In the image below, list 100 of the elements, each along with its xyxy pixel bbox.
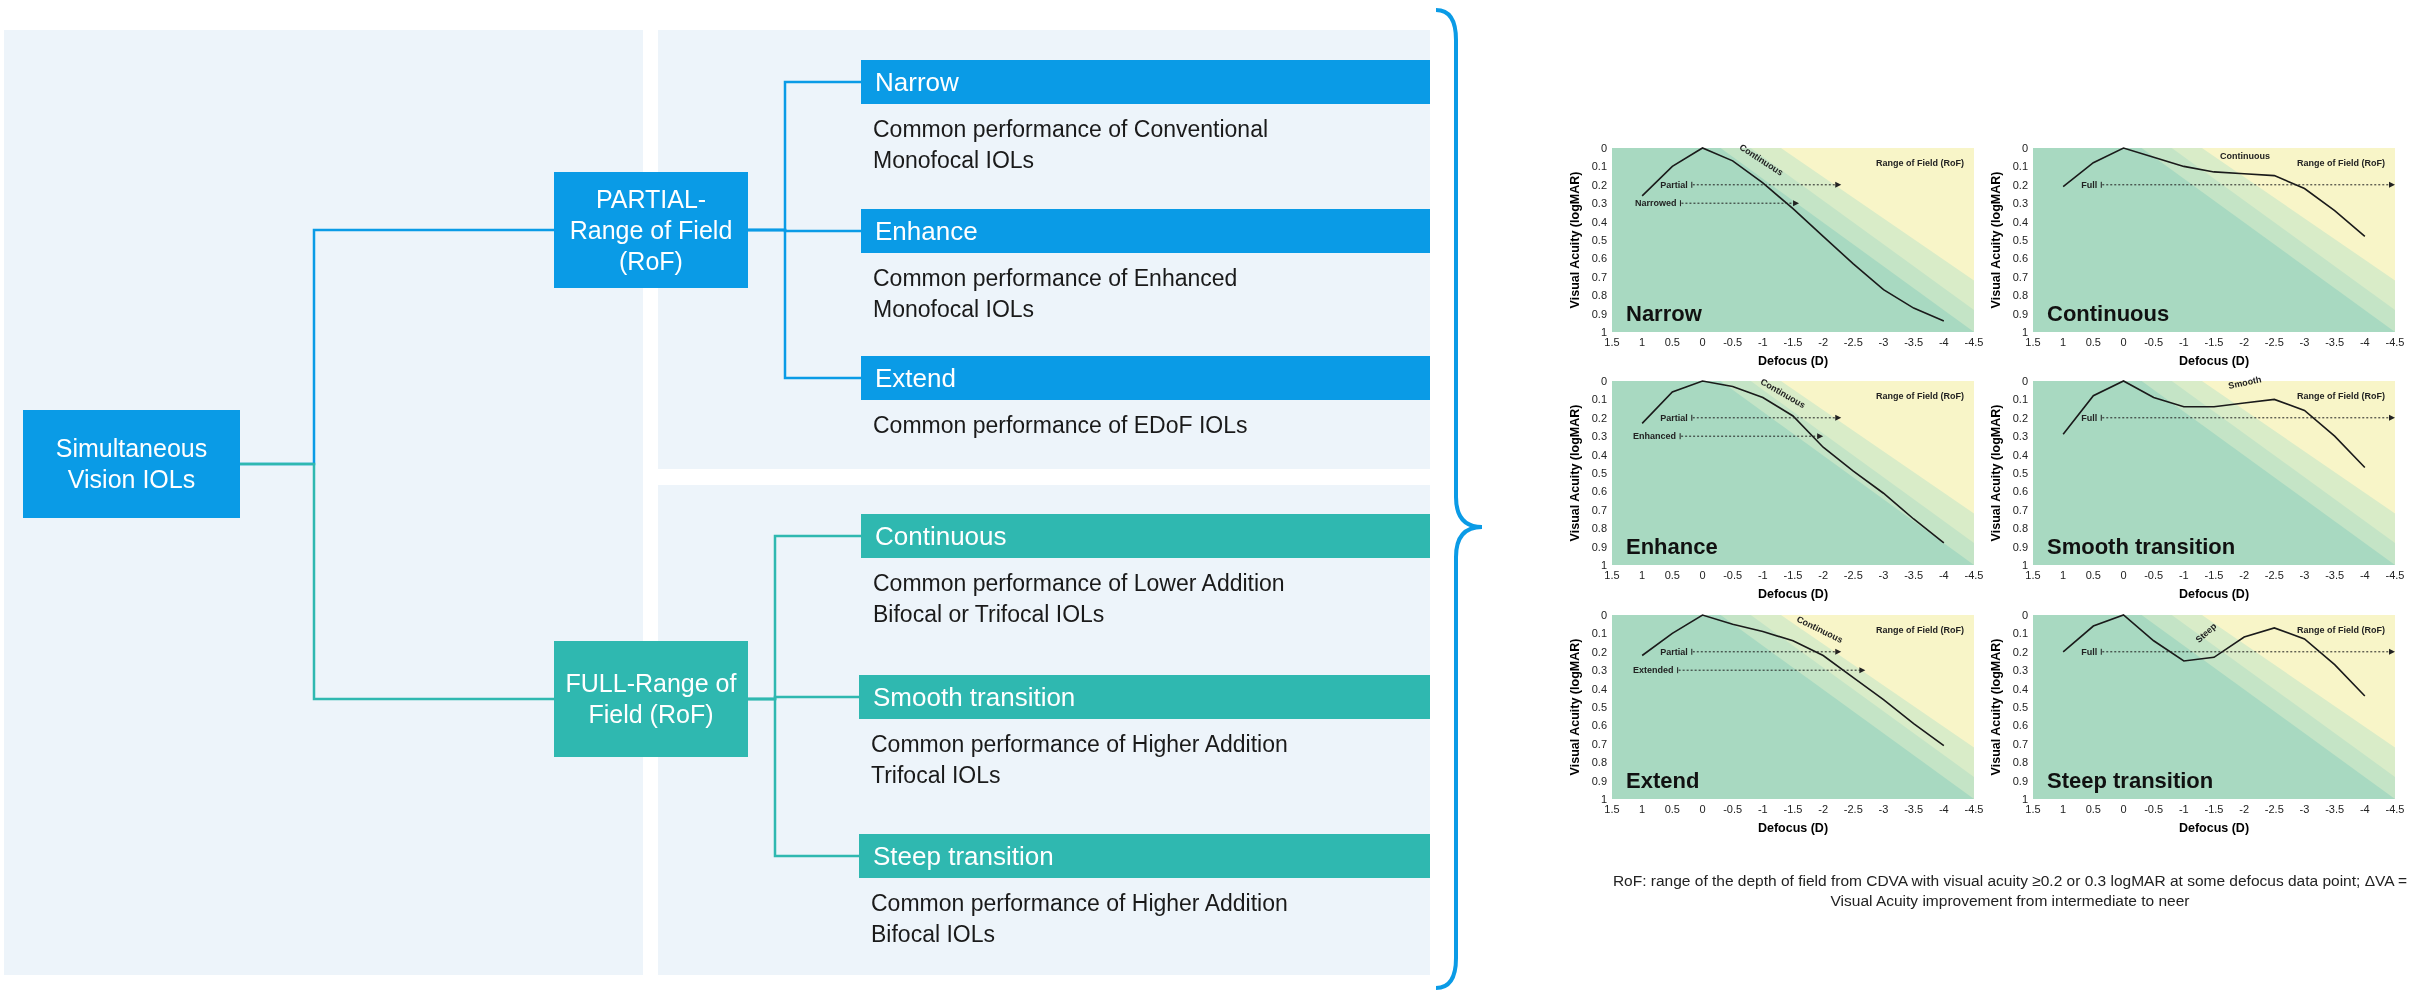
tick-label: 1.5 xyxy=(1604,336,1620,348)
tick-label: -3.5 xyxy=(2325,803,2345,815)
tick-label: 0.1 xyxy=(2012,160,2028,173)
annotation-label: Extended xyxy=(1633,665,1674,676)
tick-label: 0 xyxy=(2021,609,2028,621)
tick-label: 1 xyxy=(1639,803,1646,815)
tick-label: 0.4 xyxy=(2012,215,2028,228)
tick-label: -2.5 xyxy=(2264,803,2284,815)
tick-label: -0.5 xyxy=(2144,336,2164,348)
tick-label: 1 xyxy=(2021,326,2028,338)
tick-label: 0.7 xyxy=(2012,270,2028,283)
tick-label: 0 xyxy=(2120,569,2127,581)
tick-label: 0.9 xyxy=(2012,774,2028,787)
annotation-label: Narrowed xyxy=(1634,198,1677,209)
description-text: Common performance of Higher Addition Bifocal IOLs xyxy=(871,889,1289,949)
tick-label: -2.5 xyxy=(1843,569,1863,581)
type-header: Enhance xyxy=(861,209,1430,253)
tick-label: 0.4 xyxy=(2012,682,2028,695)
tick-label: 0 xyxy=(1600,142,1607,154)
tick-label: 0 xyxy=(2021,142,2028,154)
tick-label: -4 xyxy=(2359,569,2370,581)
tick-label: 1.5 xyxy=(1604,803,1620,815)
category-box: FULL-Range of Field (RoF) xyxy=(554,641,748,757)
tick-label: 0.7 xyxy=(1591,270,1607,283)
annotation-label: Range of Field (RoF) xyxy=(2297,391,2385,401)
tick-label: -1 xyxy=(2178,569,2189,581)
tick-label: 0.5 xyxy=(2085,569,2101,581)
tick-label: -4.5 xyxy=(2385,569,2405,581)
tick-label: 1 xyxy=(1639,336,1646,348)
tick-label: -1.5 xyxy=(1783,336,1803,348)
tick-label: -4.5 xyxy=(1964,569,1984,581)
annotation-label: Range of Field (RoF) xyxy=(2297,158,2385,168)
chart-title: Smooth transition xyxy=(2047,534,2236,559)
tick-label: -3 xyxy=(1878,336,1889,348)
tick-label: -3 xyxy=(2299,803,2310,815)
tick-label: 0.6 xyxy=(1591,719,1607,732)
tick-label: -1 xyxy=(1757,336,1768,348)
tick-label: 0.3 xyxy=(1591,197,1607,210)
axis-title: Visual Acuity (logMAR) xyxy=(1568,171,1582,309)
tick-label: 0.5 xyxy=(1591,234,1607,246)
axis-title: Visual Acuity (logMAR) xyxy=(1989,404,2003,542)
description-text: Common performance of Higher Addition Trifocal IOLs xyxy=(871,730,1289,790)
tick-label: -0.5 xyxy=(1723,336,1743,348)
tick-label: 1.5 xyxy=(1604,569,1620,581)
chart-title: Extend xyxy=(1626,768,1700,793)
tick-label: -3.5 xyxy=(1904,803,1924,815)
tick-label: 0.5 xyxy=(2012,467,2028,479)
tick-label: 0.3 xyxy=(1591,664,1607,677)
tick-label: -4 xyxy=(2359,336,2370,348)
tick-label: 0.1 xyxy=(1591,393,1607,406)
tick-label: 1.5 xyxy=(2025,336,2041,348)
tick-label: 0 xyxy=(2120,803,2127,815)
axis-title: Visual Acuity (logMAR) xyxy=(1568,404,1582,542)
tick-label: 0.5 xyxy=(1664,569,1680,581)
tick-label: 0.8 xyxy=(1591,522,1607,535)
tick-label: -1.5 xyxy=(2204,569,2224,581)
annotation-label: Range of Field (RoF) xyxy=(2297,625,2385,635)
description-text: Common performance of Enhanced Monofocal IOLs xyxy=(873,264,1239,324)
tick-label: 0.7 xyxy=(2012,737,2028,750)
connector-line xyxy=(748,697,859,858)
axis-title: Defocus (D) xyxy=(2178,587,2250,601)
tick-label: -3.5 xyxy=(2325,569,2345,581)
tick-label: 0.9 xyxy=(1591,540,1607,553)
connector-line xyxy=(240,462,554,701)
tick-label: 0.5 xyxy=(1664,336,1680,348)
category-box: Simultaneous Vision IOLs xyxy=(23,410,240,518)
tick-label: 0.5 xyxy=(2012,701,2028,713)
tick-label: 0.2 xyxy=(2012,411,2028,424)
tick-label: 0.9 xyxy=(1591,774,1607,787)
tick-label: 0.2 xyxy=(2012,178,2028,191)
tick-label: -4 xyxy=(1938,336,1949,348)
annotation-label: Partial xyxy=(1660,179,1688,190)
tick-label: 0.2 xyxy=(1591,178,1607,191)
tick-label: 0.4 xyxy=(1591,215,1607,228)
tick-label: 0.9 xyxy=(2012,307,2028,320)
annotation-label: Enhanced xyxy=(1633,431,1677,442)
chart-title: Narrow xyxy=(1626,301,1702,326)
type-header: Extend xyxy=(861,356,1430,400)
description-text: Common performance of EDoF IOLs xyxy=(873,411,1249,440)
tick-label: 0.5 xyxy=(2085,803,2101,815)
category-box: PARTIAL-Range of Field (RoF) xyxy=(554,172,748,288)
tick-label: 0.5 xyxy=(1591,467,1607,479)
tick-label: -2.5 xyxy=(2264,336,2284,348)
tick-label: 0.2 xyxy=(1591,645,1607,658)
axis-title: Defocus (D) xyxy=(2178,821,2250,835)
tick-label: -2 xyxy=(1818,803,1829,815)
tick-label: -0.5 xyxy=(1723,569,1743,581)
tick-label: 0 xyxy=(1699,569,1706,581)
caption-text: RoF: range of the depth of field from CDVA with visual acuity ≥0.2 or 0.3 logMAR at some defocus data point; ΔVA = Visual Acuity improvement from intermediate to neer xyxy=(1611,871,2409,911)
tick-label: 0.7 xyxy=(2012,503,2028,516)
tick-label: -1 xyxy=(2178,803,2189,815)
tick-label: 0 xyxy=(2120,336,2127,348)
tick-label: 0.2 xyxy=(2012,645,2028,658)
tick-label: -4.5 xyxy=(2385,336,2405,348)
tick-label: -1.5 xyxy=(1783,569,1803,581)
tick-label: 0.2 xyxy=(1591,411,1607,424)
tick-label: 0.7 xyxy=(1591,503,1607,516)
tick-label: -2.5 xyxy=(1843,803,1863,815)
tick-label: -2 xyxy=(2239,569,2250,581)
tick-label: 1 xyxy=(2060,336,2067,348)
